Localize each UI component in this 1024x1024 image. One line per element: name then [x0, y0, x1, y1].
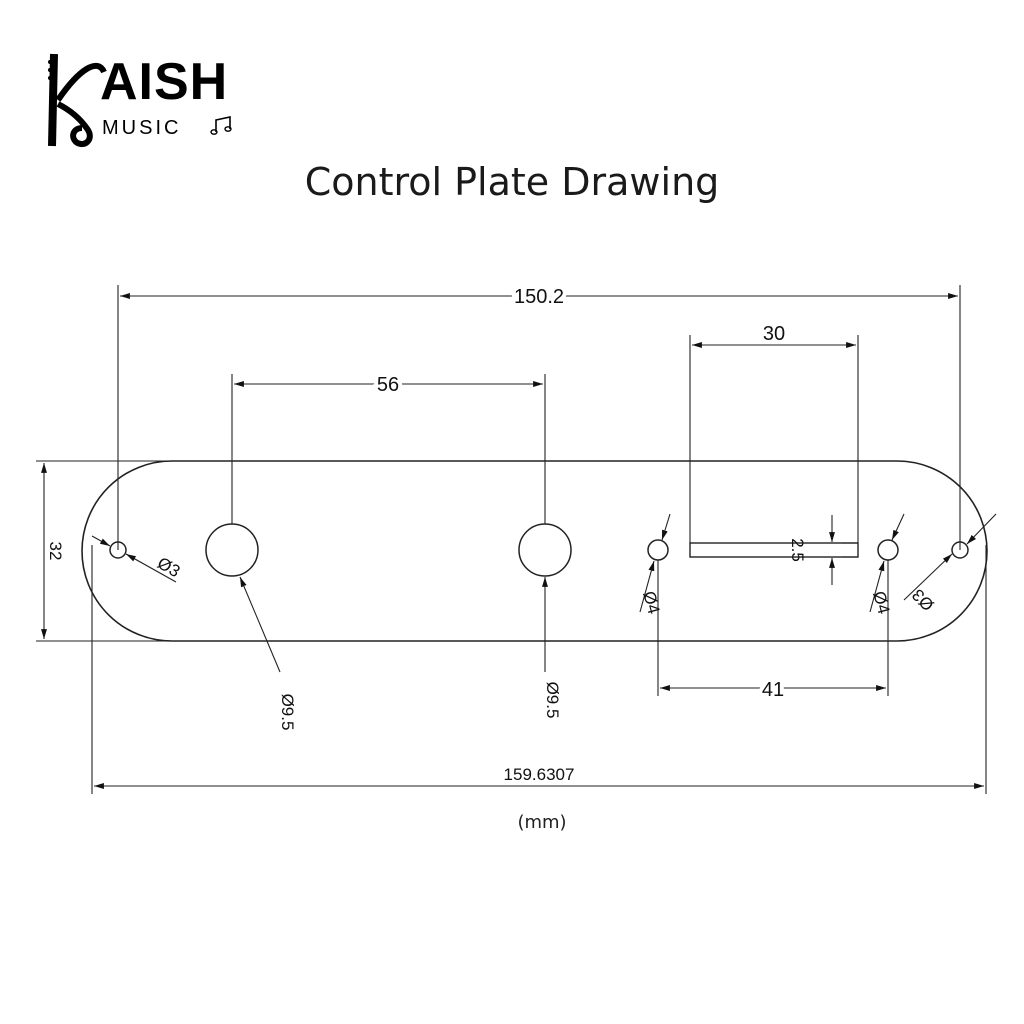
screw-hole-2 — [877, 539, 899, 561]
dim-screw-spacing: 41 — [762, 679, 784, 701]
dim-overall-length: 159.6307 — [504, 765, 575, 784]
kaish-music-logo: AISH MUSIC — [40, 48, 240, 152]
plate-outline — [81, 460, 988, 642]
switch-slot — [689, 542, 859, 558]
dim-plate-width: 32 — [46, 542, 65, 561]
logo-wordmark: AISH — [100, 53, 229, 111]
dim-screw-hole-1: Ø4 — [639, 589, 663, 616]
dim-screw-hole-2: Ø4 — [869, 589, 893, 616]
drawing-title: Control Plate Drawing — [304, 160, 720, 204]
dimension-lines — [36, 285, 997, 794]
dim-overall-hole-span: 150.2 — [514, 286, 564, 308]
dim-knob-hole-1: Ø9.5 — [278, 694, 297, 731]
knob-hole-2 — [518, 523, 572, 577]
logo-subtitle: MUSIC — [102, 117, 182, 139]
dim-end-hole-right: Ø3 — [908, 585, 937, 614]
knob-hole-1 — [205, 523, 259, 577]
dim-end-hole-left: Ø3 — [154, 553, 183, 581]
screw-hole-1 — [647, 539, 669, 561]
unit-label: (mm) — [517, 812, 567, 833]
dim-slot-width: 30 — [763, 323, 785, 345]
music-note-icon — [210, 116, 232, 135]
dim-knob-spacing: 56 — [377, 374, 399, 396]
guitar-k-logo-icon — [48, 53, 107, 148]
dim-knob-hole-2: Ø9.5 — [543, 682, 562, 719]
dim-slot-height: 2.5 — [788, 538, 807, 562]
